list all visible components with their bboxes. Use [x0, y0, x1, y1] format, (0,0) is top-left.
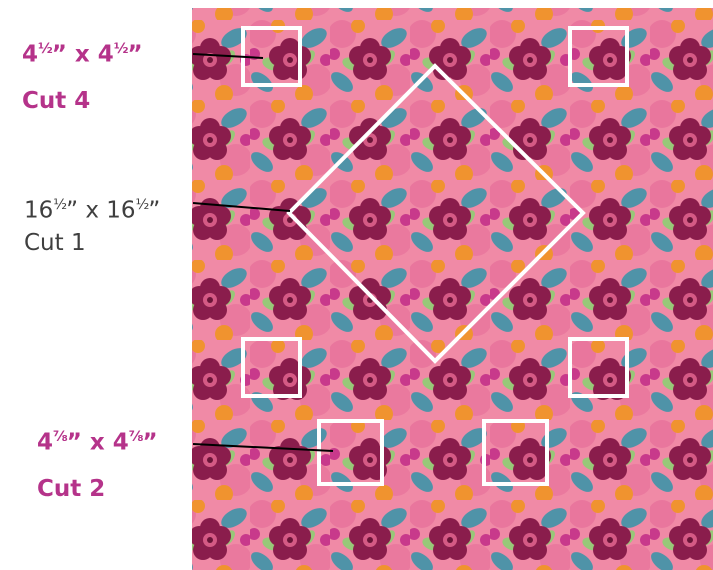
- triangle-square-outline: [317, 419, 384, 486]
- leader-line-triangle-square: [192, 443, 334, 452]
- leader-line-large-square: [192, 202, 291, 212]
- small-square-outline: [241, 337, 302, 398]
- small-square-cut-label: Cut 4: [22, 88, 91, 114]
- triangle-square-size-label: 4⅞” x 4⅞”: [37, 429, 158, 456]
- small-square-outline: [568, 337, 629, 398]
- large-square-outline: [286, 63, 586, 364]
- small-square-size-label: 4½” x 4½”: [22, 41, 143, 68]
- leader-line-small-square: [192, 53, 264, 59]
- small-square-outline: [568, 26, 629, 87]
- triangle-square-cut-label: Cut 2: [37, 476, 106, 502]
- large-square-cut-label: Cut 1: [24, 230, 86, 256]
- triangle-square-outline: [482, 419, 549, 486]
- large-square-size-label: 16½” x 16½”: [24, 197, 161, 224]
- fabric-panel: [192, 8, 713, 570]
